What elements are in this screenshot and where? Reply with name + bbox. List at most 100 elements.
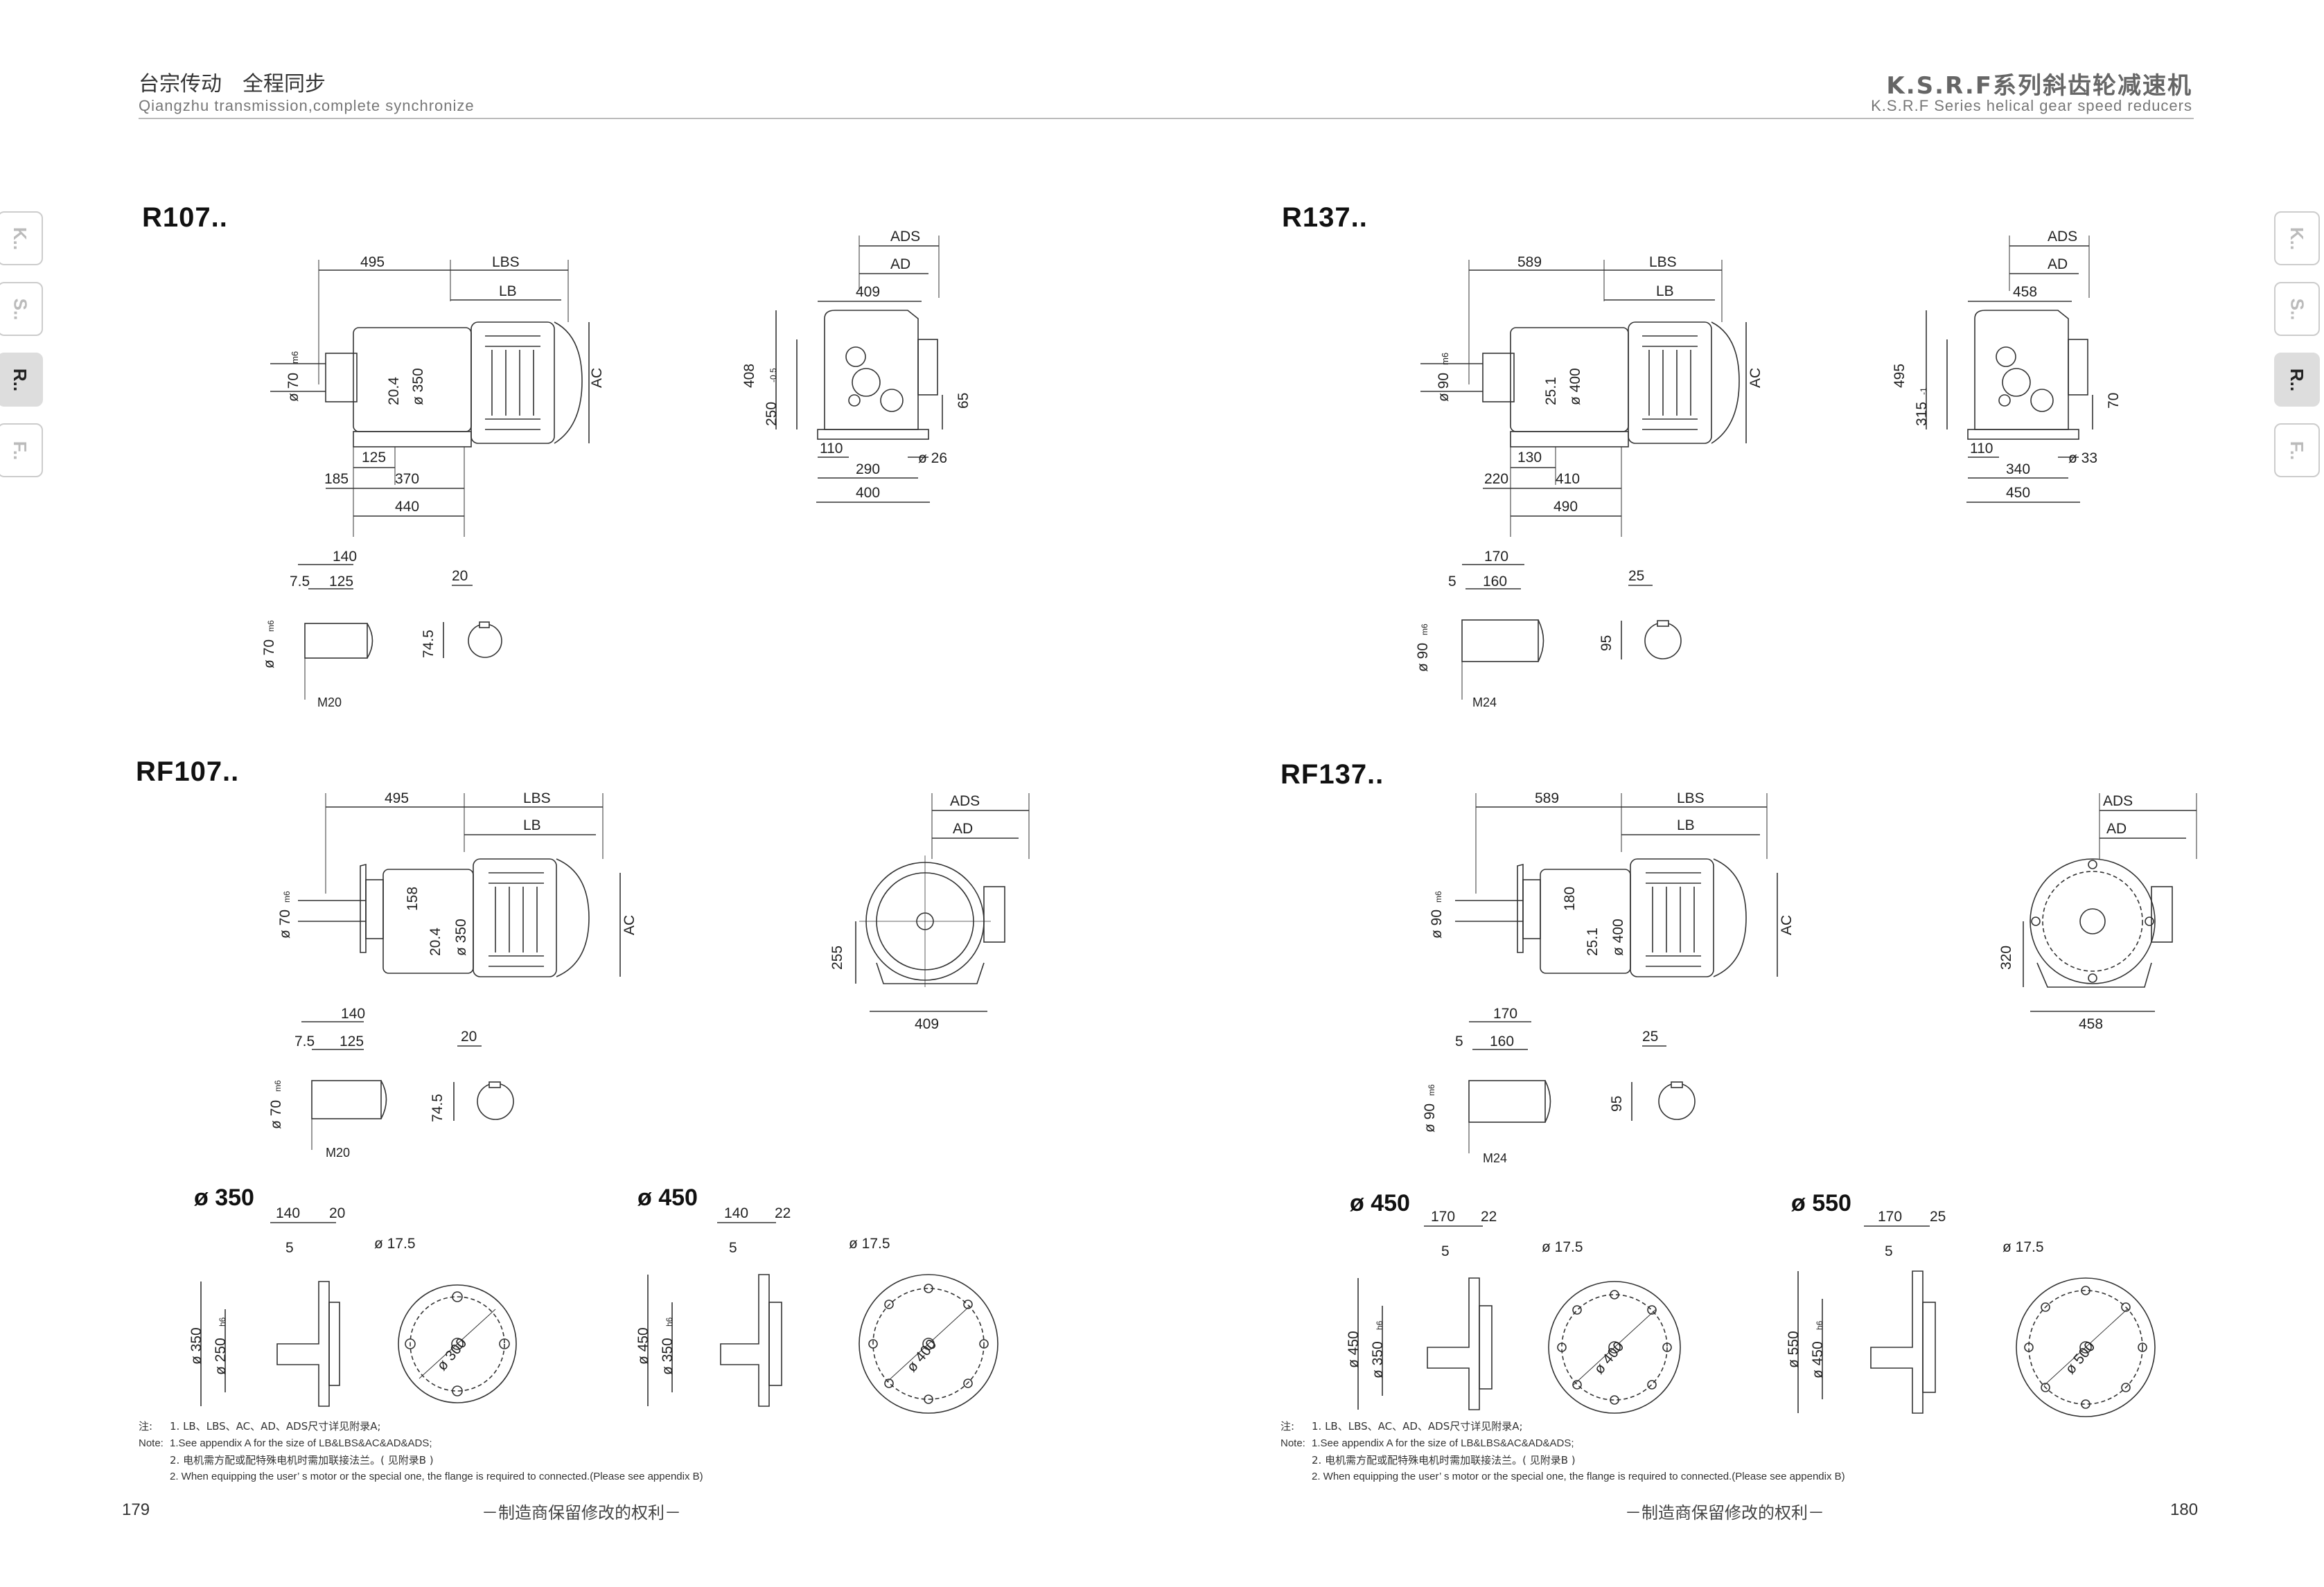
svg-text:m6: m6 (266, 620, 276, 632)
svg-text:LBS: LBS (523, 790, 551, 806)
rf107-end-view: ADS AD 255 409 (829, 793, 1030, 1032)
svg-text:170: 170 (1493, 1006, 1517, 1022)
svg-text:125: 125 (340, 1034, 364, 1049)
svg-text:589: 589 (1535, 790, 1559, 806)
r107-side-view: 495 LBS LB AC ø 70 m6 20.4 ø 350 125 185… (270, 254, 605, 537)
svg-text:ø 400: ø 400 (1567, 368, 1583, 405)
svg-text:h6: h6 (664, 1317, 674, 1327)
svg-text:ø 70: ø 70 (261, 639, 277, 668)
flange-title-350: ø 350 (194, 1185, 254, 1211)
svg-text:ø 450: ø 450 (635, 1327, 651, 1365)
svg-text:M24: M24 (1472, 695, 1497, 709)
dim-65: 65 (956, 393, 971, 409)
svg-text:LBS: LBS (1677, 790, 1705, 806)
svg-text:AD: AD (2048, 256, 2068, 272)
svg-text:ø 400: ø 400 (1591, 1338, 1627, 1377)
svg-text:AC: AC (622, 915, 637, 935)
dim-ad: AD (890, 256, 910, 272)
header-brand-en: Qiangzhu transmission,complete synchroni… (139, 97, 475, 114)
svg-text:7.5: 7.5 (290, 574, 310, 589)
svg-text:25: 25 (1930, 1209, 1946, 1225)
svg-text:315: 315 (1914, 402, 1930, 426)
side-tab-f[interactable]: F.. (0, 423, 43, 477)
footer-rights-right: －制造商保留修改的权利－ (1625, 1503, 1824, 1523)
svg-text:m6: m6 (290, 351, 300, 364)
svg-text:LB: LB (1656, 283, 1674, 299)
rf107-shaft-detail: 140 7.5 125 ø 70 m6 M20 20 74.5 (268, 1006, 514, 1160)
svg-text:255: 255 (829, 946, 845, 970)
dim-495: 495 (360, 254, 385, 270)
svg-text:M24: M24 (1483, 1151, 1507, 1165)
side-tab-s[interactable]: S.. (2274, 282, 2320, 336)
svg-text:m6: m6 (282, 891, 292, 903)
svg-text:95: 95 (1609, 1096, 1625, 1112)
model-title-rf107: RF107.. (136, 756, 240, 787)
svg-text:95: 95 (1599, 635, 1614, 651)
rf137-end-view: ADS AD 320 458 (1998, 793, 2197, 1032)
r137-shaft-detail: 170 5 160 ø 90 m6 M24 25 95 (1415, 549, 1682, 709)
rf137-side-view: 589 LBS LB AC ø 90 m6 180 25.1 ø 400 (1429, 790, 1795, 977)
svg-text:ADS: ADS (2048, 229, 2077, 245)
svg-text:m6: m6 (1440, 353, 1450, 365)
svg-text:-0.5: -0.5 (768, 368, 778, 382)
svg-text:5: 5 (1455, 1034, 1463, 1049)
svg-text:ø 90: ø 90 (1436, 373, 1452, 402)
svg-text:220: 220 (1484, 471, 1508, 487)
svg-text:20.4: 20.4 (428, 928, 443, 956)
svg-text:130: 130 (1517, 450, 1542, 466)
svg-text:ø 90: ø 90 (1429, 910, 1445, 939)
svg-text:-1: -1 (1919, 387, 1928, 395)
svg-text:450: 450 (2006, 485, 2030, 501)
dim-400: 400 (856, 485, 880, 501)
svg-text:180: 180 (1562, 887, 1578, 911)
svg-text:490: 490 (1553, 499, 1578, 515)
svg-text:5: 5 (1441, 1243, 1450, 1259)
svg-text:M20: M20 (326, 1146, 350, 1160)
header-divider (139, 118, 2194, 119)
side-tab-k[interactable]: K.. (2274, 211, 2320, 265)
rf137-shaft-detail: 170 5 160 ø 90 m6 M24 25 95 (1422, 1006, 1696, 1165)
flange-title-450: ø 450 (637, 1185, 698, 1211)
svg-text:495: 495 (1892, 364, 1908, 388)
svg-text:5: 5 (729, 1240, 737, 1256)
svg-text:AD: AD (2106, 821, 2127, 837)
svg-text:AD: AD (953, 821, 973, 837)
svg-text:ø 33: ø 33 (2068, 450, 2097, 466)
svg-text:h6: h6 (1375, 1320, 1384, 1330)
svg-text:589: 589 (1517, 254, 1542, 270)
flange-350-drawing: 140 20 5 ø 350 ø 250 h6 ø 17.5 ø 300 (188, 1205, 517, 1407)
svg-text:25: 25 (1642, 1029, 1658, 1045)
svg-text:ø 90: ø 90 (1422, 1103, 1438, 1133)
model-title-r107: R107.. (142, 202, 228, 233)
dim-350: ø 350 (410, 368, 426, 405)
svg-text:25: 25 (1628, 568, 1644, 584)
dim-ac: AC (589, 368, 605, 388)
svg-text:170: 170 (1484, 549, 1508, 565)
svg-text:ø 17.5: ø 17.5 (374, 1236, 416, 1252)
svg-text:ø 90: ø 90 (1415, 643, 1431, 672)
side-tab-s[interactable]: S.. (0, 282, 43, 336)
svg-text:5: 5 (285, 1240, 294, 1256)
flange-title-550: ø 550 (1791, 1190, 1851, 1216)
svg-text:495: 495 (385, 790, 409, 806)
svg-text:ø 450: ø 450 (1346, 1331, 1362, 1368)
side-tab-k[interactable]: K.. (0, 211, 43, 265)
svg-text:25.1: 25.1 (1543, 377, 1559, 405)
svg-text:5: 5 (1448, 574, 1456, 589)
side-tab-f[interactable]: F.. (2274, 423, 2320, 477)
svg-text:22: 22 (1481, 1209, 1497, 1225)
footer-rights-left: －制造商保留修改的权利－ (482, 1503, 681, 1523)
side-tab-r[interactable]: R.. (0, 353, 43, 407)
svg-text:LB: LB (1677, 817, 1695, 833)
r137-end-view: ADS AD 458 495 315 -1 70 110 ø 33 340 45… (1892, 229, 2122, 503)
svg-text:74.5: 74.5 (430, 1094, 446, 1122)
side-tab-r[interactable]: R.. (2274, 353, 2320, 407)
svg-text:h6: h6 (218, 1317, 227, 1327)
svg-text:AC: AC (1748, 368, 1763, 388)
svg-text:410: 410 (1556, 471, 1580, 487)
svg-text:ø 450: ø 450 (1810, 1341, 1826, 1378)
r107-end-view: ADS AD 409 408 250 -0.5 65 110 ø 26 290 … (741, 229, 971, 503)
svg-text:ø 350: ø 350 (453, 919, 469, 956)
dim-408: 408 (741, 364, 757, 388)
svg-text:140: 140 (276, 1205, 300, 1221)
